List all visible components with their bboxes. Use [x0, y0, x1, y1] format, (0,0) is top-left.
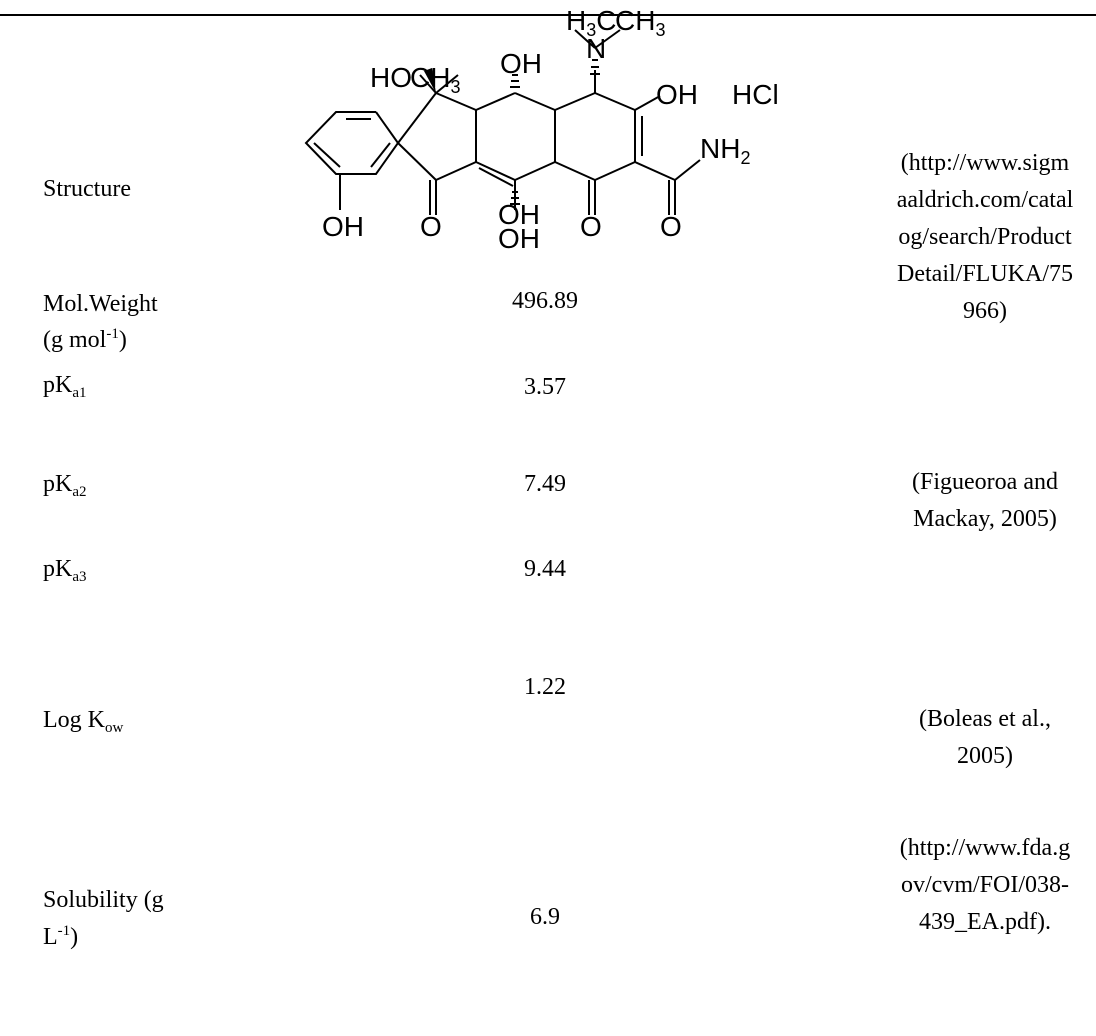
- svg-text:HO: HO: [370, 62, 412, 93]
- svg-text:OH: OH: [656, 79, 698, 110]
- svg-text:OH: OH: [322, 211, 364, 242]
- svg-text:N: N: [586, 33, 606, 64]
- row-label-pka2: pKa2: [43, 471, 87, 500]
- reference-line: 439_EA.pdf).: [919, 909, 1051, 935]
- value-pka1: 3.57: [524, 374, 566, 400]
- row-label-solubility: Solubility (g: [43, 887, 164, 913]
- row-label-log-kow: Log Kow: [43, 707, 124, 736]
- reference-line: og/search/Product: [898, 224, 1072, 250]
- svg-text:H3C: H3C: [566, 5, 616, 40]
- value-log-kow: 1.22: [524, 674, 566, 700]
- row-label-solubility-unit: L-1): [43, 923, 79, 950]
- reference-sigma: (http://www.sigm aaldrich.com/catal og/s…: [897, 145, 1074, 330]
- value-solubility: 6.9: [530, 904, 560, 930]
- svg-text:OH: OH: [498, 199, 540, 230]
- reference-line: 2005): [956, 743, 1013, 769]
- svg-text:CH3: CH3: [410, 62, 460, 97]
- reference-boleas: (Boleas et al., 2005): [919, 701, 1051, 775]
- stereo-hash-bonds: [510, 59, 600, 205]
- svg-text:O: O: [660, 211, 682, 242]
- svg-text:CH3: CH3: [615, 5, 665, 40]
- value-pka2: 7.49: [524, 471, 566, 497]
- row-label-mol-weight-unit: (g mol-1): [43, 326, 127, 353]
- reference-line: (Boleas et al.,: [919, 706, 1051, 732]
- reference-fda: (http://www.fda.g ov/cvm/FOI/038- 439_EA…: [900, 830, 1070, 941]
- structure-bonds: [304, 29, 701, 215]
- reference-line: 966): [962, 298, 1007, 324]
- svg-text:OH: OH: [500, 48, 542, 79]
- chemical-structure-diagram: H3C CH3 N HO CH3 OH OH HCl NH2 OH O OH O…: [304, 5, 779, 254]
- reference-line: Detail/FLUKA/75: [897, 261, 1073, 287]
- svg-text:OH: OH: [498, 223, 540, 254]
- reference-line: (http://www.fda.g: [899, 835, 1071, 861]
- reference-line: Mackay, 2005): [913, 506, 1057, 532]
- row-label-structure: Structure: [43, 176, 131, 202]
- reference-figueroa: (Figueoroa and Mackay, 2005): [912, 464, 1058, 538]
- row-label-mol-weight: Mol.Weight: [43, 291, 158, 317]
- row-label-pka1: pKa1: [43, 372, 87, 401]
- row-label-pka3: pKa3: [43, 556, 87, 585]
- reference-line: (http://www.sigm: [900, 150, 1070, 176]
- reference-line: (Figueoroa and: [912, 469, 1058, 495]
- stereo-wedge: [424, 68, 436, 93]
- svg-text:O: O: [580, 211, 602, 242]
- svg-text:HCl: HCl: [732, 79, 779, 110]
- reference-line: ov/cvm/FOI/038-: [900, 872, 1069, 898]
- top-rule: [0, 14, 1096, 16]
- value-mol-weight: 496.89: [512, 288, 578, 314]
- reference-line: aaldrich.com/catal: [896, 187, 1074, 213]
- svg-text:O: O: [420, 211, 442, 242]
- svg-text:NH2: NH2: [700, 133, 750, 168]
- structure-atom-labels: H3C CH3 N HO CH3 OH OH HCl NH2 OH O OH O…: [322, 5, 779, 254]
- value-pka3: 9.44: [524, 556, 566, 582]
